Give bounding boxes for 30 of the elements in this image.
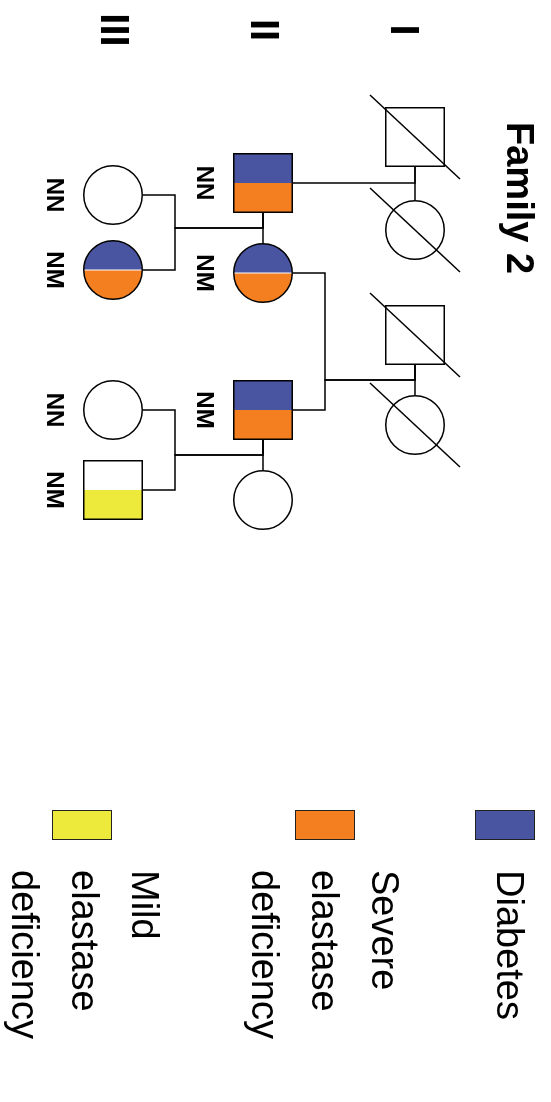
legend-label: Mild elastase deficiency (3, 870, 167, 1041)
pedigree-square (385, 107, 445, 167)
legend-label: Severe elastase deficiency (243, 870, 407, 1041)
genotype-label: NM (42, 470, 68, 511)
diagram-title: Family 2 (499, 122, 541, 275)
descent-line (292, 364, 416, 411)
pedigree-circle (385, 395, 445, 455)
pedigree-circle (83, 240, 143, 300)
pedigree-circle (83, 165, 143, 225)
pedigree-circle (385, 200, 445, 260)
generation-label: II (243, 17, 287, 44)
pedigree-circle (233, 470, 293, 530)
generation-label: III (93, 12, 137, 49)
genotype-label: NN (42, 391, 68, 430)
descent-line (142, 439, 264, 491)
genotype-label: NM (192, 253, 218, 294)
pedigree-circle (233, 243, 293, 303)
pedigree-circle (83, 380, 143, 440)
descent-line (142, 212, 264, 271)
pedigree-square (385, 305, 445, 365)
legend-label: Diabetes (488, 870, 532, 1022)
genotype-label: NM (192, 390, 218, 431)
genotype-label: NM (42, 250, 68, 291)
pedigree-square (233, 153, 293, 213)
generation-label: I (383, 23, 427, 38)
pedigree-square (233, 380, 293, 440)
descent-line (292, 166, 416, 184)
pedigree-square (83, 460, 143, 520)
genotype-label: NN (192, 164, 218, 203)
genotype-label: NN (42, 176, 68, 215)
